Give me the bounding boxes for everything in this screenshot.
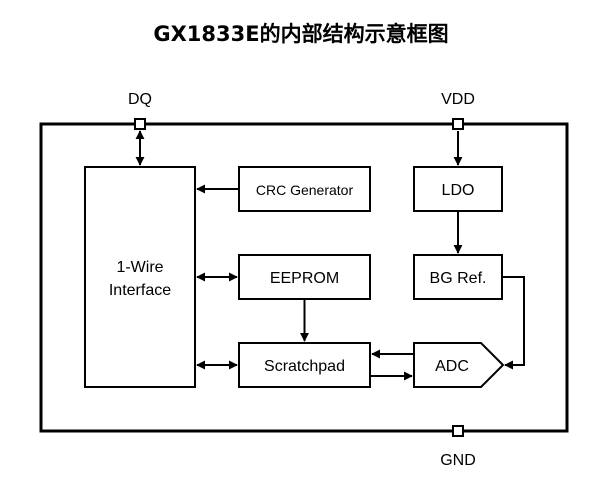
adc-label: ADC xyxy=(435,358,469,375)
vdd-pin xyxy=(452,118,464,130)
eeprom-label: EEPROM xyxy=(270,270,339,287)
one-wire-interface-block xyxy=(84,166,196,388)
diagram-title: GX1833E的内部结构示意框图 xyxy=(153,22,449,46)
dq-label: DQ xyxy=(128,91,152,108)
bg-ref-block xyxy=(413,254,503,300)
one-wire-label-line2: Interface xyxy=(109,282,171,299)
chip-outline xyxy=(39,122,569,433)
gnd-pin xyxy=(452,425,464,437)
scratchpad-label: Scratchpad xyxy=(264,358,345,375)
dq-pin xyxy=(134,118,146,130)
ldo-label: LDO xyxy=(442,182,475,199)
adc-block xyxy=(413,342,505,388)
one-wire-label-line1: 1-Wire xyxy=(116,259,163,276)
vdd-label: VDD xyxy=(441,91,475,108)
crc-generator-label: CRC Generator xyxy=(256,182,354,198)
crc-generator-block xyxy=(238,166,371,212)
bg-ref-label: BG Ref. xyxy=(430,270,487,287)
bgref-to-adc-arrow xyxy=(502,276,525,370)
scratchpad-block xyxy=(238,342,371,388)
gnd-label: GND xyxy=(440,452,476,469)
